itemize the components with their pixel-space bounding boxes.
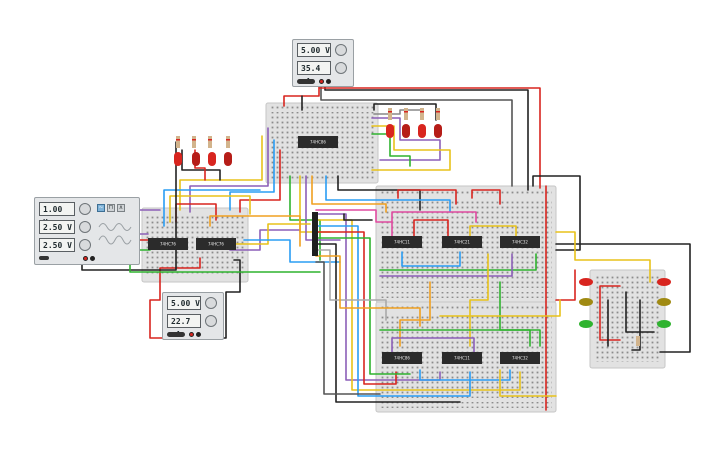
chip-upper-3-label: 74HC32 [512, 240, 528, 245]
waveform-preview-icon [98, 223, 132, 245]
chip-upper-1[interactable]: 74HC11 [382, 236, 422, 248]
olive-led-icon [579, 298, 593, 306]
resistor-icon [176, 136, 180, 148]
frequency-knob-icon[interactable] [79, 203, 91, 215]
supply-top-terminal-strip [297, 79, 315, 84]
supply-top-current-display: 35.4 mA [297, 61, 331, 86]
chip-left-2-label: 74HC76 [208, 242, 224, 247]
chip-lower-3[interactable]: 74HC32 [500, 352, 540, 364]
square-icon[interactable]: ⊓ [107, 204, 115, 212]
terminal-positive-icon[interactable] [319, 79, 324, 84]
chip-left-2[interactable]: 74HC76 [196, 238, 236, 250]
amplitude-knob-icon[interactable] [79, 221, 91, 233]
current-knob-icon[interactable] [335, 62, 347, 74]
red-led-icon [224, 152, 232, 166]
resistor-icon [636, 336, 640, 346]
led-cluster-left[interactable] [174, 136, 232, 166]
chip-lower-1-label: 74HC86 [394, 356, 410, 361]
chip-upper-2[interactable]: 74HC21 [442, 236, 482, 248]
resistor-icon [208, 136, 212, 148]
chip-lower-2-label: 74HC11 [454, 356, 470, 361]
power-supply-top[interactable]: 5.00 V 35.4 mA [292, 39, 354, 87]
resistor-icon [420, 108, 424, 120]
sine-icon[interactable]: ~ [97, 204, 105, 212]
amplitude-display: 2.50 V [39, 220, 75, 234]
breadboard-right[interactable] [589, 269, 666, 369]
red-led-icon [208, 152, 216, 166]
supply-bottom-terminal-strip [167, 332, 185, 337]
supply-top-voltage-display: 5.00 V [297, 43, 331, 57]
resistor-icon [192, 136, 196, 148]
led-cluster-top[interactable] [386, 108, 442, 138]
red-led-icon [386, 124, 394, 138]
resistor-icon [436, 108, 440, 120]
chip-upper-1-label: 74HC11 [394, 240, 410, 245]
chip-top-label: 74HC86 [310, 140, 326, 145]
voltage-knob-icon[interactable] [205, 297, 217, 309]
offset-display: 2.50 V [39, 238, 75, 252]
chip-upper-2-label: 74HC21 [454, 240, 470, 245]
frequency-display: 1.00 Hz [39, 202, 75, 227]
resistor-icon [404, 108, 408, 120]
green-led-icon [579, 320, 593, 328]
red-led-icon [402, 124, 410, 138]
chip-lower-2[interactable]: 74HC11 [442, 352, 482, 364]
red-led-icon [192, 152, 200, 166]
chip-lower-1[interactable]: 74HC86 [382, 352, 422, 364]
red-led-icon [657, 278, 671, 286]
chip-left-1[interactable]: 74HC76 [148, 238, 188, 250]
current-knob-icon[interactable] [205, 315, 217, 327]
chip-lower-3-label: 74HC32 [512, 356, 528, 361]
function-generator[interactable]: 1.00 Hz 2.50 V 2.50 V ~ ⊓ ∧ [34, 197, 140, 265]
chip-upper-3[interactable]: 74HC32 [500, 236, 540, 248]
triangle-icon[interactable]: ∧ [117, 204, 125, 212]
generator-terminal-strip [39, 256, 49, 260]
output-negative-icon[interactable] [90, 256, 95, 261]
olive-led-icon [657, 298, 671, 306]
resistor-icon [226, 136, 230, 148]
indicator-leds-right[interactable] [579, 278, 671, 346]
green-led-icon [657, 320, 671, 328]
resistor-icon [388, 108, 392, 120]
red-led-icon [418, 124, 426, 138]
supply-bottom-current-display: 22.7 mA [167, 314, 201, 339]
offset-knob-icon[interactable] [79, 239, 91, 251]
red-led-icon [434, 124, 442, 138]
chip-top[interactable]: 74HC86 [298, 136, 338, 148]
terminal-negative-icon[interactable] [326, 79, 331, 84]
red-led-icon [579, 278, 593, 286]
chip-left-1-label: 74HC76 [160, 242, 176, 247]
terminal-negative-icon[interactable] [196, 332, 201, 337]
output-positive-icon[interactable] [83, 256, 88, 261]
terminal-positive-icon[interactable] [189, 332, 194, 337]
red-led-icon [174, 152, 182, 166]
power-supply-bottom[interactable]: 5.00 V 22.7 mA [162, 292, 224, 340]
voltage-knob-icon[interactable] [335, 44, 347, 56]
dip-switch-block[interactable] [312, 212, 318, 256]
supply-bottom-voltage-display: 5.00 V [167, 296, 201, 310]
